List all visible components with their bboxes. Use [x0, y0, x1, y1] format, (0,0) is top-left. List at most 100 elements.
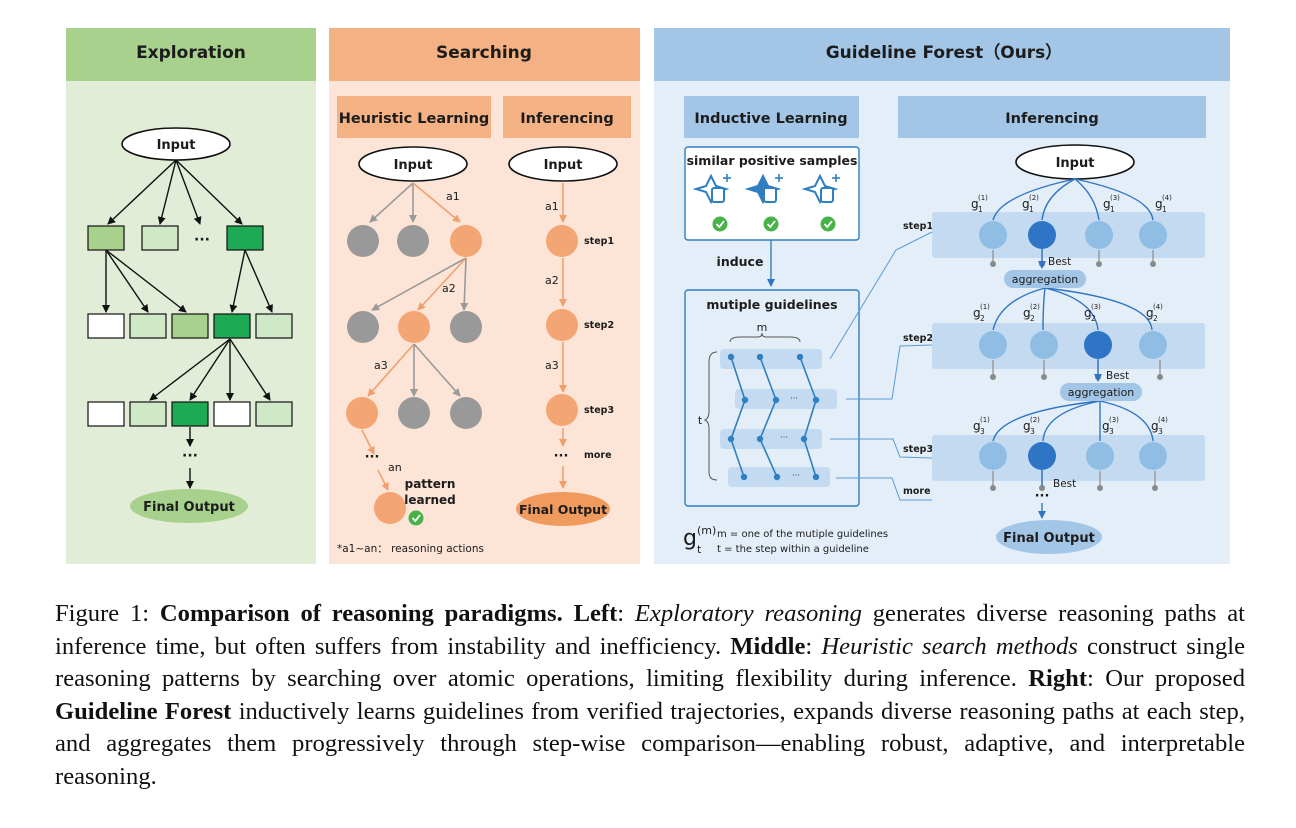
- svg-text:(4): (4): [1162, 194, 1172, 202]
- svg-text:(4): (4): [1153, 303, 1163, 311]
- svg-text:(3): (3): [1091, 303, 1101, 311]
- legend-g: g: [683, 526, 697, 551]
- searching-inferencing-title: Inferencing: [520, 111, 613, 127]
- forest-node: [979, 331, 1007, 359]
- search-inf-a3: a3: [545, 359, 559, 372]
- aggregation-pill: [1060, 383, 1142, 401]
- searching-footnote: *a1~an： reasoning actions: [337, 543, 484, 555]
- forest-step3: step3: [903, 444, 933, 455]
- forest-node: [1139, 331, 1167, 359]
- g-label-step2: g 2 (1) g 2 (2) g 2 (3) g 2 (4): [973, 303, 1163, 323]
- svg-text:g: g: [1103, 197, 1111, 211]
- exploration-edges: [102, 159, 273, 489]
- heuristic-node-gray: [398, 397, 430, 429]
- paradigm-figure: Exploration Input ···: [66, 28, 1230, 564]
- exploration-node: [171, 401, 209, 427]
- forest-node-best: [1028, 221, 1056, 249]
- samples-label: similar positive samples: [687, 153, 858, 168]
- svg-text:g: g: [1023, 419, 1031, 433]
- exploration-node: [129, 401, 167, 427]
- heuristic-input-node: [358, 146, 468, 182]
- heuristic-node-gray: [397, 225, 429, 257]
- aggregation-label: aggregation: [1012, 273, 1079, 286]
- inductive-learning-header: [684, 96, 859, 138]
- svg-text:g: g: [1146, 306, 1154, 320]
- guideline-points: [727, 353, 820, 481]
- heuristic-learning-header: [337, 96, 491, 138]
- search-inf-final-node: [516, 492, 610, 526]
- exploration-ellipsis: ···: [182, 448, 198, 464]
- exploration-node: [213, 313, 251, 339]
- forest-node: [1139, 442, 1167, 470]
- m-label: m: [757, 321, 768, 334]
- forest-final-label: Final Output: [1003, 531, 1095, 546]
- svg-text:(1): (1): [980, 416, 990, 424]
- guideline-row: [735, 389, 837, 409]
- forest-node: [1139, 221, 1167, 249]
- step3-branches: [992, 400, 1154, 442]
- svg-text:3: 3: [1158, 427, 1163, 436]
- heuristic-node-orange: [346, 397, 378, 429]
- exploration-panel: Exploration Input ···: [66, 28, 316, 564]
- caption-right-text1: Our proposed: [1105, 665, 1245, 692]
- svg-text:1: 1: [1029, 205, 1034, 214]
- row-ellipsis: ···: [790, 394, 798, 403]
- svg-text:2: 2: [1153, 314, 1158, 323]
- svg-text:g: g: [1084, 306, 1092, 320]
- row-ellipsis: ···: [780, 433, 788, 442]
- m-brace: [729, 332, 801, 343]
- figure-caption: Figure 1: Comparison of reasoning paradi…: [55, 600, 1246, 790]
- edge-label-a2: a2: [442, 282, 456, 295]
- svg-text:g: g: [1151, 419, 1159, 433]
- exploration-node: [87, 401, 125, 427]
- edge-label-a3: a3: [374, 359, 388, 372]
- inductive-learning-title: Inductive Learning: [694, 111, 847, 127]
- sparkle-doc-icon: [744, 173, 783, 205]
- g-label-step3: g 3 (1) g 3 (2) g 3 (3) g 3 (4): [973, 416, 1168, 436]
- caption-right-bold: Guideline Forest: [55, 697, 232, 725]
- caption-middle-text: construct single reasoning patterns by s…: [55, 632, 1246, 693]
- heuristic-node-gray: [347, 311, 379, 343]
- guideline-forest-panel: Guideline Forest（Ours） Inductive Learnin…: [654, 28, 1230, 564]
- heuristic-node-orange: [450, 225, 482, 257]
- edge-label-an: an: [388, 461, 402, 474]
- forest-header: [654, 28, 1230, 81]
- forest-step2: step2: [903, 333, 933, 344]
- exploration-node: [255, 313, 293, 339]
- search-inf-step2: step2: [584, 320, 614, 331]
- svg-text:1: 1: [1110, 205, 1115, 214]
- pattern-label-line1: pattern: [405, 477, 456, 491]
- forest-node: [1030, 331, 1058, 359]
- exploration-final-node: [130, 489, 248, 523]
- aggregation-label: aggregation: [1068, 386, 1135, 399]
- svg-text:(2): (2): [1030, 303, 1040, 311]
- svg-text:1: 1: [978, 205, 983, 214]
- exploration-node: [87, 225, 125, 251]
- caption-middle-italic: Heuristic search methods: [821, 632, 1078, 660]
- searching-inferencing-header: [503, 96, 631, 138]
- search-inf-node: [546, 394, 578, 426]
- search-inf-final-label: Final Output: [519, 502, 607, 517]
- caption-left-label: Left: [573, 600, 618, 627]
- svg-text:(4): (4): [1158, 416, 1168, 424]
- row-connectors: [829, 231, 933, 501]
- searching-header: [329, 28, 640, 81]
- heuristic-node-gray: [347, 225, 379, 257]
- heuristic-edges: [361, 182, 469, 491]
- caption-left-italic: Exploratory reasoning: [634, 600, 862, 627]
- heuristic-input-label: Input: [394, 158, 433, 173]
- check-icon: [712, 216, 728, 232]
- forest-ellipsis: ···: [1035, 489, 1050, 504]
- exploration-title: Exploration: [136, 43, 246, 63]
- guideline-paths: [730, 356, 817, 478]
- guidelines-label: mutiple guidelines: [706, 297, 837, 312]
- forest-node-best: [1084, 331, 1112, 359]
- forest-node-best: [1028, 442, 1056, 470]
- legend-line2: t = the step within a guideline: [717, 544, 869, 555]
- search-inf-step3: step3: [584, 405, 614, 416]
- step1-branches: [992, 178, 1154, 221]
- search-inf-more: more: [584, 450, 612, 461]
- heuristic-ellipsis: ···: [365, 450, 380, 465]
- exploration-header: [66, 28, 316, 81]
- svg-text:g: g: [1102, 419, 1110, 433]
